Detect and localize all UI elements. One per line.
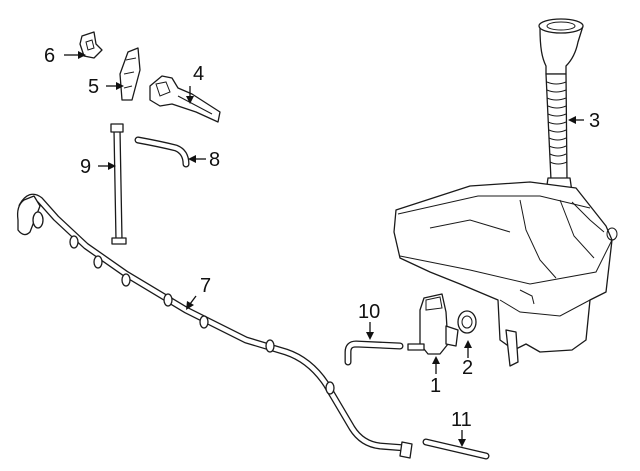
callout-4: 4 xyxy=(193,63,204,85)
callout-1: 1 xyxy=(430,375,441,397)
long-hose-part xyxy=(16,193,413,459)
nozzle-hose-part xyxy=(134,136,190,168)
leader-lines xyxy=(64,51,584,447)
washer-pump-part xyxy=(407,293,459,355)
callout-10: 10 xyxy=(358,301,380,323)
callout-8: 8 xyxy=(209,149,220,171)
callout-6: 6 xyxy=(44,45,55,67)
filler-neck-part xyxy=(538,18,584,193)
washer-hose-part xyxy=(422,438,490,460)
callout-2: 2 xyxy=(462,357,473,379)
callout-5: 5 xyxy=(88,76,99,98)
callout-11: 11 xyxy=(451,409,472,431)
pump-hose-part xyxy=(344,340,404,366)
washer-reservoir-tank xyxy=(393,181,618,367)
callout-3: 3 xyxy=(589,110,600,132)
straight-hose-part xyxy=(110,123,127,245)
callout-9: 9 xyxy=(80,156,91,178)
clip-part xyxy=(79,31,103,59)
callout-7: 7 xyxy=(200,275,211,297)
grommet-part xyxy=(457,310,477,334)
bracket-part xyxy=(119,47,141,101)
washer-nozzle-part xyxy=(149,75,221,123)
